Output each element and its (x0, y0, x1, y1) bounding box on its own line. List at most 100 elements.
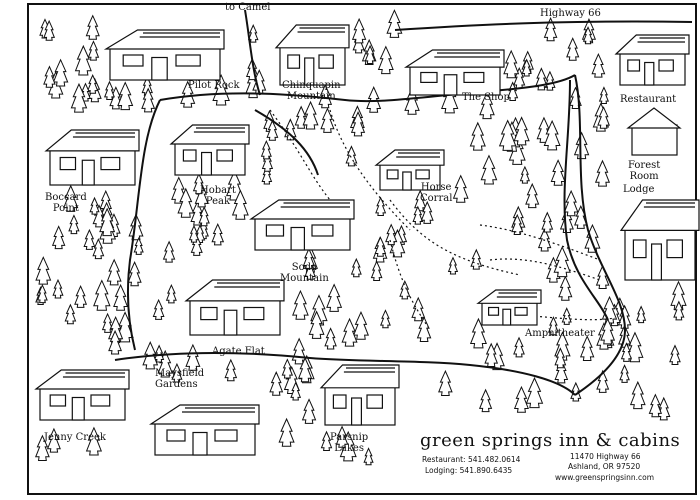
tree (64, 303, 77, 325)
tree (511, 213, 524, 236)
tree (308, 310, 325, 339)
tree (594, 159, 611, 187)
tree (35, 434, 50, 462)
tree (513, 116, 530, 146)
building-the-shop (403, 49, 505, 96)
tree (89, 196, 100, 215)
tree (157, 349, 173, 378)
tree (513, 385, 529, 413)
cabin-boccard (44, 129, 140, 186)
tree (85, 426, 103, 456)
cabin-pilot-rock (103, 29, 225, 81)
highway-66-road (394, 20, 693, 31)
label-agate: Agate Flat (212, 346, 265, 357)
tree (36, 284, 48, 304)
to-camel-road (244, 9, 261, 96)
tree (374, 236, 387, 257)
tree (301, 398, 317, 424)
label-soda: Soda Mountain (280, 262, 329, 284)
tree (598, 86, 609, 105)
tree (366, 86, 382, 113)
tree (133, 236, 144, 255)
horse-corral-structure (374, 149, 445, 191)
tree (543, 16, 558, 42)
label-forest-room: Forest Room (628, 160, 661, 182)
lodging-phone: Lodging: 541.890.6435 (425, 466, 513, 475)
tree (281, 358, 294, 379)
tree (231, 189, 249, 220)
tree (544, 70, 556, 91)
tree (103, 80, 115, 101)
tree (416, 316, 432, 343)
label-hobart: Hobart Peak (200, 185, 236, 207)
tree (211, 222, 225, 246)
tree (99, 207, 116, 237)
label-pilot-rock: Pilot Rock (188, 80, 240, 91)
tree (108, 329, 122, 355)
tree (74, 285, 88, 308)
tree (554, 347, 567, 369)
cabins (34, 24, 700, 456)
label-the-shop: The Shop (462, 92, 510, 103)
east-road-2 (563, 79, 609, 321)
tree (521, 58, 532, 77)
tree (324, 327, 337, 350)
tree (479, 91, 495, 120)
main-loop-road (159, 74, 576, 103)
tree (87, 74, 99, 94)
tree (141, 87, 156, 113)
tree (507, 81, 519, 101)
tree (190, 234, 203, 256)
east-road (574, 74, 627, 396)
tree (341, 317, 358, 347)
tree (377, 45, 394, 75)
tree (92, 238, 105, 260)
tree (619, 364, 630, 383)
tree (550, 159, 566, 186)
tree (351, 17, 367, 44)
tree (52, 58, 69, 87)
roads (114, 9, 693, 396)
tree (70, 82, 88, 113)
tree (43, 65, 56, 88)
tree (302, 247, 315, 269)
tree (51, 225, 66, 250)
cabin-chinquapin (274, 24, 350, 86)
address-line-1: 11470 Highway 66 (570, 452, 641, 461)
tree (261, 165, 273, 185)
tree (128, 213, 144, 241)
tree (87, 40, 100, 61)
tree (513, 336, 525, 358)
tree (543, 119, 561, 151)
highway-66-label: Highway 66 (540, 8, 601, 19)
amphitheater-structure (476, 289, 542, 326)
tree (573, 131, 590, 160)
label-jenny: Jenny Creek (44, 432, 106, 443)
tree (370, 260, 383, 282)
tree (85, 14, 100, 40)
tree (600, 317, 616, 345)
tree (480, 154, 498, 185)
south-road (114, 352, 576, 396)
tree (266, 119, 279, 141)
tree (83, 228, 96, 250)
tree (278, 417, 295, 447)
to-camel-label: to Camel (225, 2, 271, 13)
label-amphitheater: Amphitheater (525, 328, 595, 339)
tree (447, 256, 459, 275)
tree (127, 261, 142, 287)
tree (46, 427, 61, 453)
tree (399, 279, 411, 300)
map-title: green springs inn & cabins (420, 430, 681, 451)
building-lodge (619, 199, 700, 281)
cabin-agate (184, 279, 285, 336)
cabin-hobart (169, 124, 250, 176)
tree (93, 279, 111, 311)
tree (198, 206, 210, 227)
tree (536, 116, 552, 143)
label-horse-corral: Horse Corral (420, 182, 453, 204)
tree (188, 224, 200, 243)
tree (414, 189, 427, 212)
tree (596, 369, 610, 393)
tree (420, 200, 434, 224)
